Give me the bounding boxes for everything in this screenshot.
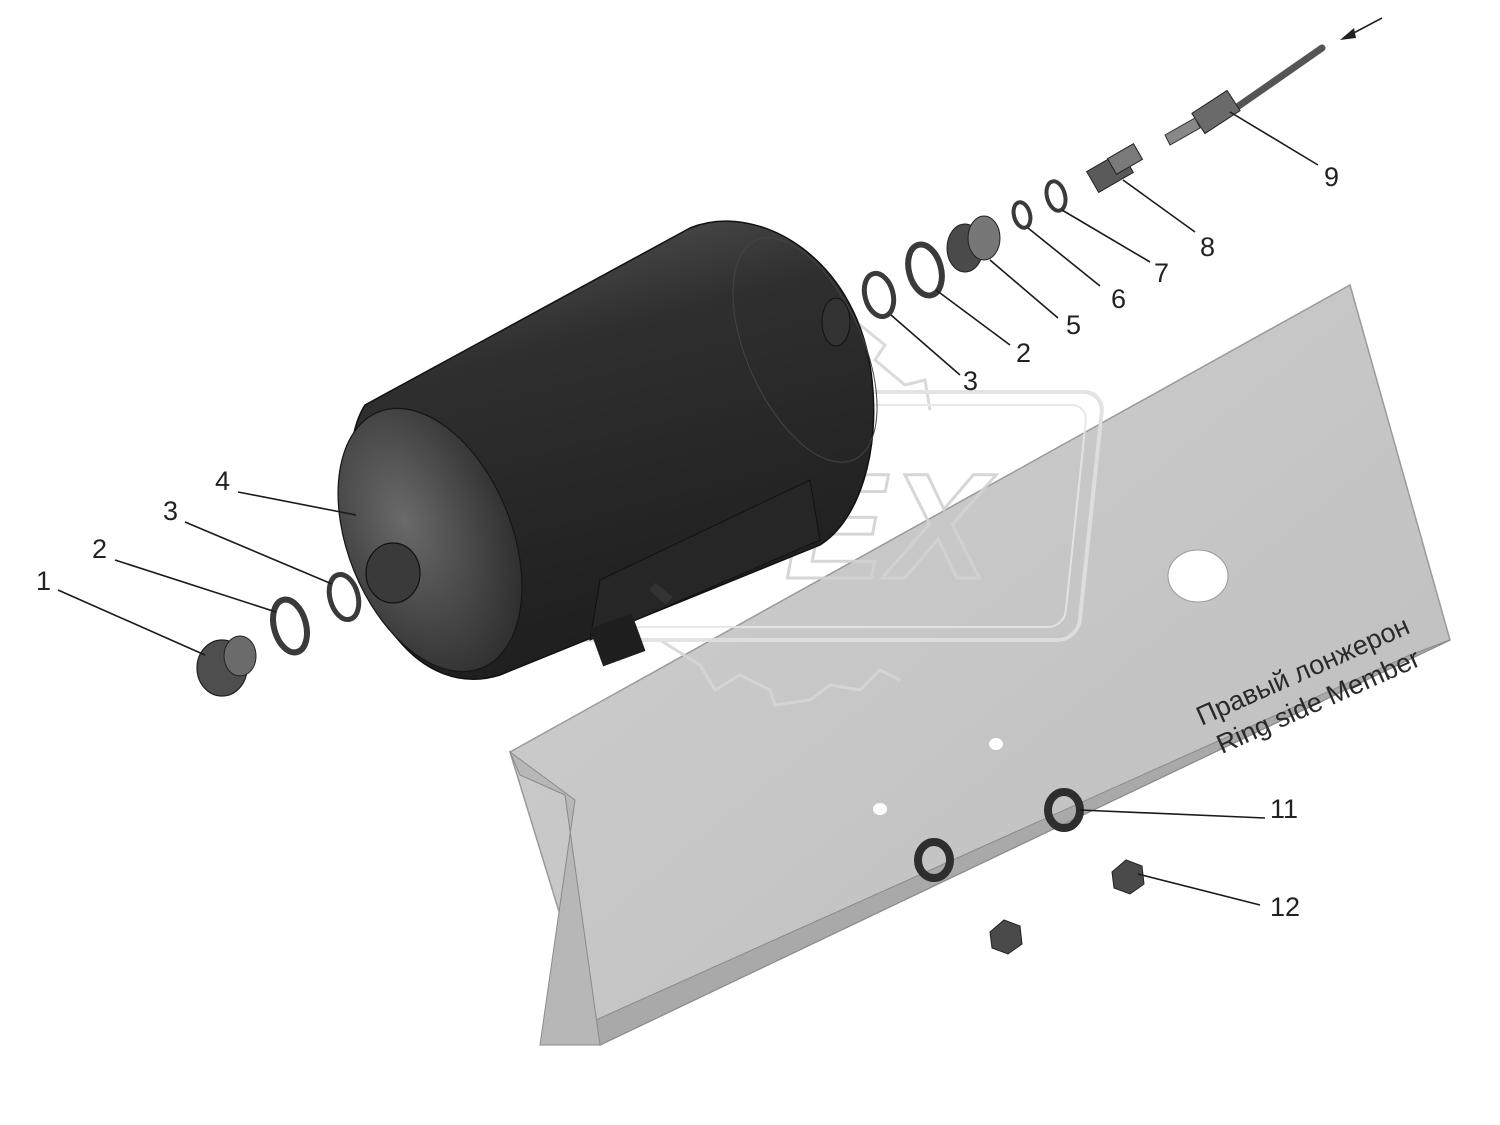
member-hole-left — [873, 803, 887, 815]
member-hole-top — [989, 738, 1003, 750]
callout-6: 6 — [1111, 284, 1126, 314]
tank-port-right — [821, 297, 851, 347]
callout-5: 5 — [1066, 310, 1081, 340]
tank-port-left — [365, 542, 421, 604]
adapter-face-icon — [967, 215, 1001, 261]
union-thread-icon — [1106, 143, 1144, 175]
leader-lines — [57, 111, 1319, 906]
callout-1: 1 — [36, 566, 51, 596]
leader-5 — [989, 259, 1059, 319]
callout-12: 12 — [1270, 892, 1300, 922]
callout-4: 4 — [215, 466, 230, 496]
tube-nut-icon — [1191, 89, 1241, 135]
leader-3b — [890, 314, 961, 376]
leader-1 — [57, 589, 206, 656]
leader-4 — [237, 491, 357, 516]
plug-thread-icon — [223, 635, 257, 677]
part-12-nut-b — [989, 919, 1023, 955]
leader-12 — [1137, 873, 1261, 906]
callout-2b: 2 — [1016, 338, 1031, 368]
leader-7 — [1061, 209, 1151, 263]
callout-9: 9 — [1324, 162, 1339, 192]
flow-arrow — [1340, 17, 1383, 40]
leader-3a — [184, 521, 333, 585]
part-3-ring-left — [326, 571, 362, 623]
arrow-head-icon — [1340, 28, 1356, 40]
tank-right-head — [732, 237, 878, 463]
callout-7: 7 — [1154, 258, 1169, 288]
side-member — [508, 283, 1451, 1047]
parts — [196, 44, 1326, 955]
part-5-adapter — [946, 215, 1001, 273]
callout-11: 11 — [1270, 794, 1298, 824]
leader-9 — [1229, 111, 1319, 166]
member-large-hole — [1167, 549, 1229, 603]
leader-11 — [1079, 809, 1266, 819]
part-3-ring-right — [861, 270, 897, 320]
part-2-washer-left — [270, 596, 310, 656]
part-8-union — [1085, 143, 1144, 194]
part-9-tube — [1164, 44, 1326, 146]
air-tank — [337, 220, 878, 680]
leader-8 — [1122, 179, 1196, 233]
part-12-nut-a — [1111, 859, 1145, 895]
callout-2a: 2 — [92, 534, 107, 564]
tank-bracket-foot — [589, 613, 646, 667]
leader-2b — [935, 289, 1011, 346]
callout-3b: 3 — [963, 366, 978, 396]
tube-nipple-icon — [1164, 117, 1201, 146]
tank-stud — [649, 582, 673, 605]
part-7-ring — [1044, 179, 1068, 213]
tank-left-head — [337, 407, 523, 673]
part-6-ring — [1011, 200, 1033, 230]
callout-labels: 1 2 3 4 3 2 5 6 7 8 9 11 12 — [36, 162, 1339, 922]
callout-3a: 3 — [163, 496, 178, 526]
part-11-washer-b — [914, 838, 954, 882]
side-member-upper-flange — [508, 750, 601, 1046]
part-1-plug — [196, 635, 257, 697]
callout-8: 8 — [1200, 232, 1215, 262]
tank-bracket — [589, 479, 821, 641]
tube-pipe-icon — [1226, 44, 1326, 116]
part-2-washer-right — [905, 241, 945, 299]
leader-6 — [1027, 227, 1101, 287]
leader-2a — [114, 559, 277, 613]
